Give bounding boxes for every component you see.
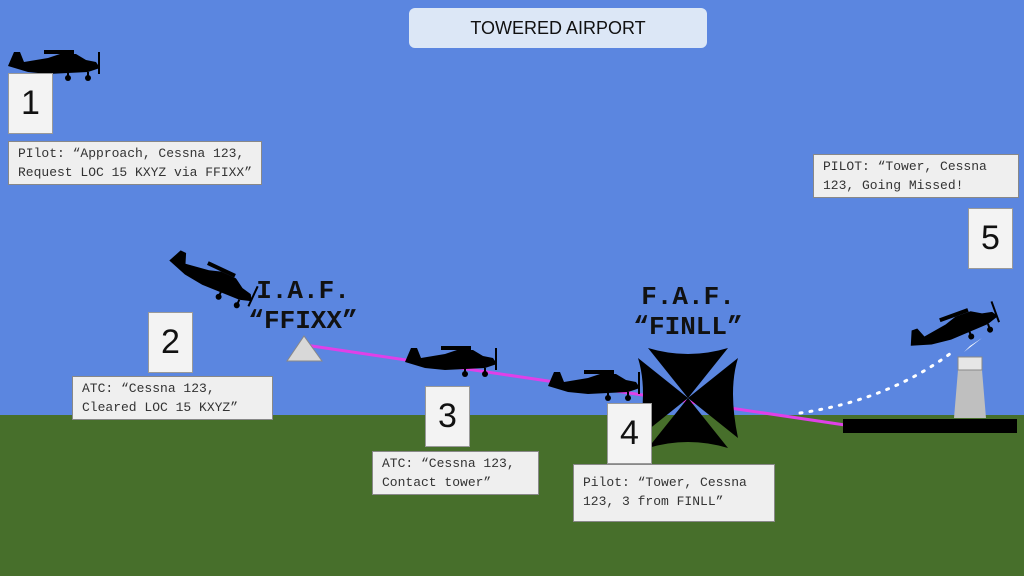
faf-maltese-cross xyxy=(638,348,738,448)
step-5-number: 5 xyxy=(968,208,1013,269)
faf-label-text: F.A.F. xyxy=(641,282,735,312)
message-line: 123, Going Missed! xyxy=(823,178,964,193)
step-3-message: ATC: “Cessna 123, Contact tower” xyxy=(372,451,539,495)
ground xyxy=(0,415,1024,576)
iaf-triangle xyxy=(286,335,323,362)
message-line: 123, 3 from FINLL” xyxy=(583,494,724,509)
step-4-number: 4 xyxy=(607,403,652,464)
message-line: Request LOC 15 KXYZ via FFIXX” xyxy=(18,165,253,180)
message-line: Contact tower” xyxy=(382,475,492,490)
step-2-message: ATC: “Cessna 123, Cleared LOC 15 KXYZ” xyxy=(72,376,273,420)
runway xyxy=(843,419,1017,433)
step-5-message: PILOT: “Tower, Cessna 123, Going Missed! xyxy=(813,154,1019,198)
step-1-number: 1 xyxy=(8,73,53,134)
plane-5 xyxy=(904,298,1004,361)
iaf-fix-name: “FFIXX” xyxy=(248,306,358,336)
faf-fix-name: “FINLL” xyxy=(633,312,743,342)
message-line: ATC: “Cessna 123, xyxy=(382,456,515,471)
step-1-message: PIlot: “Approach, Cessna 123, Request LOC… xyxy=(8,141,263,185)
faf-label: F.A.F.“FINLL” xyxy=(588,282,788,342)
message-line: PILOT: “Tower, Cessna xyxy=(823,159,987,174)
message-line: PIlot: “Approach, Cessna 123, xyxy=(18,146,245,161)
iaf-label: I.A.F.“FFIXX” xyxy=(203,276,403,336)
message-line: ATC: “Cessna 123, xyxy=(82,381,215,396)
step-4-message: Pilot: “Tower, Cessna 123, 3 from FINLL” xyxy=(573,464,775,522)
message-line: Pilot: “Tower, Cessna xyxy=(583,475,747,490)
message-line: Cleared LOC 15 KXYZ” xyxy=(82,400,239,415)
missed-approach-path xyxy=(798,348,957,415)
plane-3 xyxy=(404,345,498,378)
control-tower xyxy=(954,338,986,418)
step-2-number: 2 xyxy=(148,312,193,373)
step-3-number: 3 xyxy=(425,386,470,447)
iaf-label-text: I.A.F. xyxy=(256,276,350,306)
page-title: TOWERED AIRPORT xyxy=(409,8,707,48)
plane-4 xyxy=(547,369,641,402)
